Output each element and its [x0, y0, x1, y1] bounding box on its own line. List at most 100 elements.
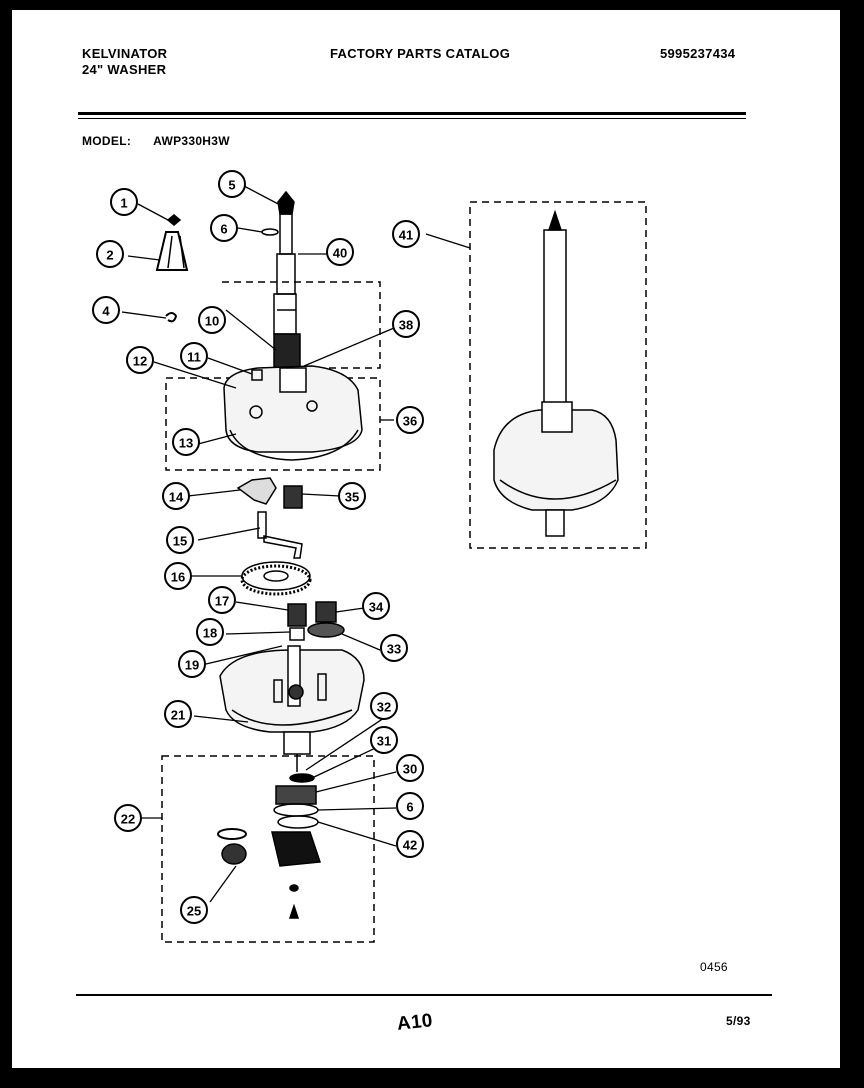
callout-label: 18 [203, 626, 217, 641]
callout-33: 33 [380, 634, 408, 662]
product-name: 24" WASHER [82, 62, 167, 77]
callout-label: 17 [215, 594, 229, 609]
callout-13: 13 [172, 428, 200, 456]
callout-11: 11 [180, 342, 208, 370]
part-42-shape [277, 815, 319, 829]
callout-19: 19 [178, 650, 206, 678]
part-30-shape [275, 785, 317, 805]
part-6-ring-shape [261, 228, 279, 236]
callout-label: 42 [403, 838, 417, 853]
parts-diagram-sheet: KELVINATOR 24" WASHER FACTORY PARTS CATA… [12, 10, 840, 1068]
callout-label: 13 [179, 436, 193, 451]
callout-34: 34 [362, 592, 390, 620]
callout-label: 38 [399, 318, 413, 333]
page-number: A10 [395, 1010, 434, 1035]
callout-41: 41 [392, 220, 420, 248]
part-18-shape [289, 627, 305, 641]
revision-date: 5/93 [726, 1014, 751, 1028]
callout-label: 10 [205, 314, 219, 329]
part-38-spring [273, 333, 301, 369]
part-5-shape [277, 190, 295, 215]
callout-30: 30 [396, 754, 424, 782]
callout-label: 35 [345, 490, 359, 505]
callout-label: 34 [369, 600, 384, 615]
part-14-shape [236, 477, 277, 505]
shaft-upper [279, 213, 293, 255]
part-31-shape [289, 773, 315, 783]
assembly-41-shaft [543, 229, 567, 425]
callout-35: 35 [338, 482, 366, 510]
group-box-36 [165, 377, 381, 471]
callout-42: 42 [396, 830, 424, 858]
footer-rule [76, 994, 772, 996]
callout-label: 31 [377, 734, 391, 749]
callout-label: 32 [377, 700, 391, 715]
model-line: MODEL: AWP330H3W [82, 134, 230, 148]
assembly-box-41 [469, 201, 647, 549]
callout-6: 6 [396, 792, 424, 820]
part-1-shape [166, 214, 182, 226]
part-2-shape [155, 231, 189, 271]
part-17-shape [287, 603, 307, 627]
callout-22: 22 [114, 804, 142, 832]
callout-15: 15 [166, 526, 194, 554]
callout-label: 2 [106, 248, 113, 263]
callout-31: 31 [370, 726, 398, 754]
callout-label: 22 [121, 812, 135, 827]
callout-label: 5 [228, 178, 235, 193]
callout-10: 10 [198, 306, 226, 334]
callout-14: 14 [162, 482, 190, 510]
part-15-shape [257, 511, 267, 539]
callout-label: 40 [333, 246, 347, 261]
group-box-22 [161, 755, 375, 943]
header-rule-top [78, 112, 746, 115]
callout-17: 17 [208, 586, 236, 614]
callout-label: 30 [403, 762, 417, 777]
callout-label: 12 [133, 354, 147, 369]
part-34-shape [315, 601, 337, 623]
callout-18: 18 [196, 618, 224, 646]
callout-label: 11 [187, 350, 201, 365]
callout-label: 41 [399, 228, 413, 243]
brand-block: KELVINATOR 24" WASHER [82, 46, 167, 78]
model-label: MODEL: [82, 134, 132, 148]
callout-label: 6 [406, 800, 413, 815]
callout-12: 12 [126, 346, 154, 374]
callout-36: 36 [396, 406, 424, 434]
callout-21: 21 [164, 700, 192, 728]
part-35-shape [283, 485, 303, 509]
catalog-part-number: 5995237434 [660, 46, 736, 61]
callout-label: 15 [173, 534, 187, 549]
callout-16: 16 [164, 562, 192, 590]
callout-32: 32 [370, 692, 398, 720]
callout-label: 36 [403, 414, 417, 429]
part-11-shape [251, 369, 263, 381]
header-rule-thin [78, 118, 746, 119]
callout-5: 5 [218, 170, 246, 198]
assembly-41-housing [493, 409, 619, 511]
callout-label: 1 [120, 196, 127, 211]
seal-ring [217, 828, 247, 840]
callout-label: 19 [185, 658, 199, 673]
callout-label: 4 [102, 304, 110, 319]
callout-6: 6 [210, 214, 238, 242]
callout-40: 40 [326, 238, 354, 266]
exploded-view-drawing: 1245640103811121336143515161734183319213… [92, 170, 647, 943]
callout-2: 2 [96, 240, 124, 268]
model-value: AWP330H3W [153, 134, 230, 148]
bolt-shape [288, 903, 300, 919]
callout-25: 25 [180, 896, 208, 924]
callout-label: 14 [169, 490, 184, 505]
callout-label: 16 [171, 570, 185, 585]
drawing-code: 0456 [700, 960, 728, 974]
catalog-title: FACTORY PARTS CATALOG [330, 46, 511, 61]
brand-name: KELVINATOR [82, 46, 168, 61]
callout-4: 4 [92, 296, 120, 324]
part-6-seal [273, 803, 319, 817]
callout-38: 38 [392, 310, 420, 338]
callout-label: 21 [171, 708, 185, 723]
callout-label: 6 [220, 222, 227, 237]
part-4-shape [165, 312, 178, 323]
part-25-shape [221, 843, 247, 865]
callout-label: 33 [387, 642, 401, 657]
